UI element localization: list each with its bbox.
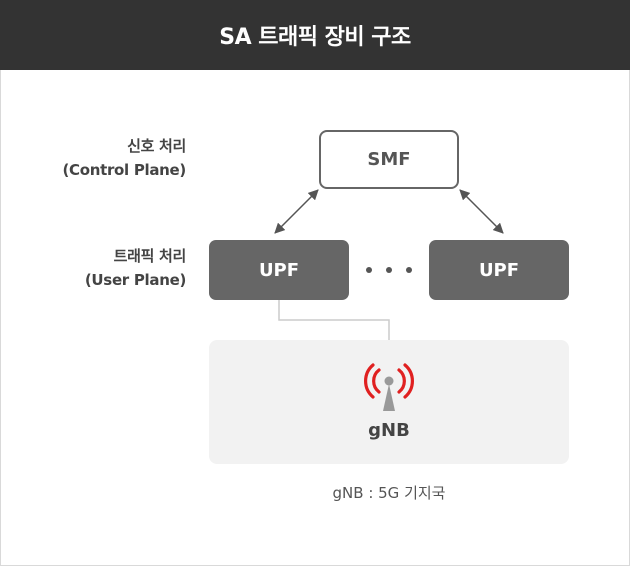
gnb-label: gNB [368,420,410,441]
smf-node: SMF [319,130,459,189]
user-plane-label-line1: 트래픽 처리 [113,247,187,265]
control-plane-label: 신호 처리 (Control Plane) [20,134,186,182]
ellipsis-dot [386,267,392,273]
upf-node-right: UPF [429,240,569,300]
antenna-broadcast-icon [364,363,414,411]
upf-ellipsis [349,240,429,300]
control-plane-label-line1: 신호 처리 [127,137,186,155]
control-plane-label-line2: (Control Plane) [62,161,186,179]
upf-node-left: UPF [209,240,349,300]
user-plane-label: 트래픽 처리 (User Plane) [20,244,186,292]
diagram-title: SA 트래픽 장비 구조 [0,0,630,70]
gnb-area: gNB [209,340,569,464]
ellipsis-dot [366,267,372,273]
gnb-caption: gNB : 5G 기지국 [332,484,446,502]
user-plane-label-line2: (User Plane) [84,271,186,289]
ellipsis-dot [406,267,412,273]
